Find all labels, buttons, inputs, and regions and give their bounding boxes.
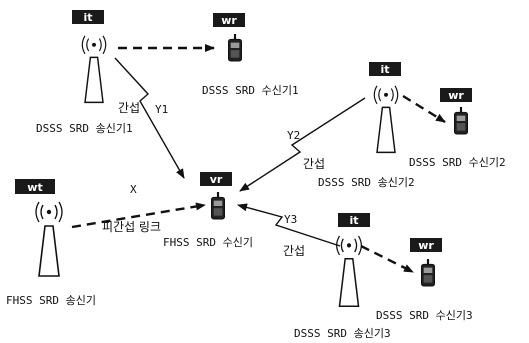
mobile-phone-icon bbox=[210, 192, 226, 220]
node-label: FHSS SRD 수신기 bbox=[163, 236, 253, 249]
tag-text: wr bbox=[448, 89, 464, 102]
tag-badge bbox=[410, 238, 442, 252]
mobile-phone-icon bbox=[227, 34, 243, 62]
tag-text: it bbox=[380, 63, 389, 76]
tag-text: wr bbox=[221, 14, 237, 27]
tag-text: wt bbox=[27, 181, 42, 194]
interference-y2-arrow bbox=[239, 97, 366, 192]
victim-link-label: 피간섭 링크 bbox=[102, 220, 161, 234]
node-dsss-rx1: wr DSSS SRD 수신기1 bbox=[202, 13, 299, 97]
antenna-tower-icon bbox=[35, 201, 63, 277]
node-label: DSSS SRD 송신기3 bbox=[294, 327, 391, 340]
node-dsss-tx1: it DSSS SRD 송신기1 bbox=[36, 10, 133, 135]
tag-badge bbox=[369, 62, 401, 76]
node-label: DSSS SRD 송신기1 bbox=[36, 122, 133, 135]
antenna-tower-icon bbox=[81, 35, 107, 104]
tag-text: wr bbox=[418, 239, 434, 252]
tag-badge bbox=[213, 13, 245, 27]
antenna-tower-icon bbox=[335, 235, 363, 308]
mobile-phone-icon bbox=[453, 107, 469, 135]
interference-y1-arrow bbox=[114, 57, 185, 179]
node-label: DSSS SRD 수신기2 bbox=[409, 156, 506, 169]
node-fhss-tx: wt FHSS SRD 송신기 bbox=[6, 179, 96, 307]
node-label: FHSS SRD 송신기 bbox=[6, 294, 96, 307]
tag-text: it bbox=[349, 214, 358, 227]
interference-label-3: 간섭 bbox=[283, 244, 305, 258]
mobile-phone-icon bbox=[420, 259, 436, 287]
tag-badge bbox=[440, 88, 472, 102]
node-label: DSSS SRD 송신기2 bbox=[318, 176, 415, 189]
interference-label-1: 간섭 bbox=[118, 101, 140, 115]
node-dsss-rx3: wr DSSS SRD 수신기3 bbox=[376, 238, 473, 322]
x-label: X bbox=[130, 183, 137, 196]
victim-link-arrow bbox=[71, 202, 206, 229]
y2-label: Y2 bbox=[287, 129, 300, 142]
tag-text: vr bbox=[210, 173, 223, 186]
link-tx3-rx3 bbox=[360, 244, 414, 274]
interference-label-2: 간섭 bbox=[303, 157, 325, 171]
node-dsss-rx2: wr DSSS SRD 수신기2 bbox=[409, 88, 506, 169]
interference-y3-arrow bbox=[237, 203, 341, 247]
tag-text: it bbox=[83, 11, 92, 24]
node-fhss-rx: vr FHSS SRD 수신기 bbox=[163, 172, 253, 249]
tag-badge bbox=[15, 179, 55, 194]
link-tx2-rx2 bbox=[402, 94, 446, 124]
tag-badge bbox=[72, 10, 104, 24]
node-label: DSSS SRD 수신기3 bbox=[376, 309, 473, 322]
tag-badge bbox=[338, 213, 370, 227]
y3-label: Y3 bbox=[284, 213, 297, 226]
antenna-tower-icon bbox=[373, 85, 399, 154]
node-dsss-tx2: it DSSS SRD 송신기2 bbox=[318, 62, 415, 189]
node-label: DSSS SRD 수신기1 bbox=[202, 84, 299, 97]
links bbox=[71, 44, 446, 274]
y1-label: Y1 bbox=[155, 103, 168, 116]
link-labels: 간섭 Y1 Y2 간섭 X 피간섭 링크 Y3 간섭 bbox=[102, 101, 325, 258]
node-dsss-tx3: it DSSS SRD 송신기3 bbox=[294, 213, 391, 340]
tag-badge bbox=[200, 172, 232, 186]
